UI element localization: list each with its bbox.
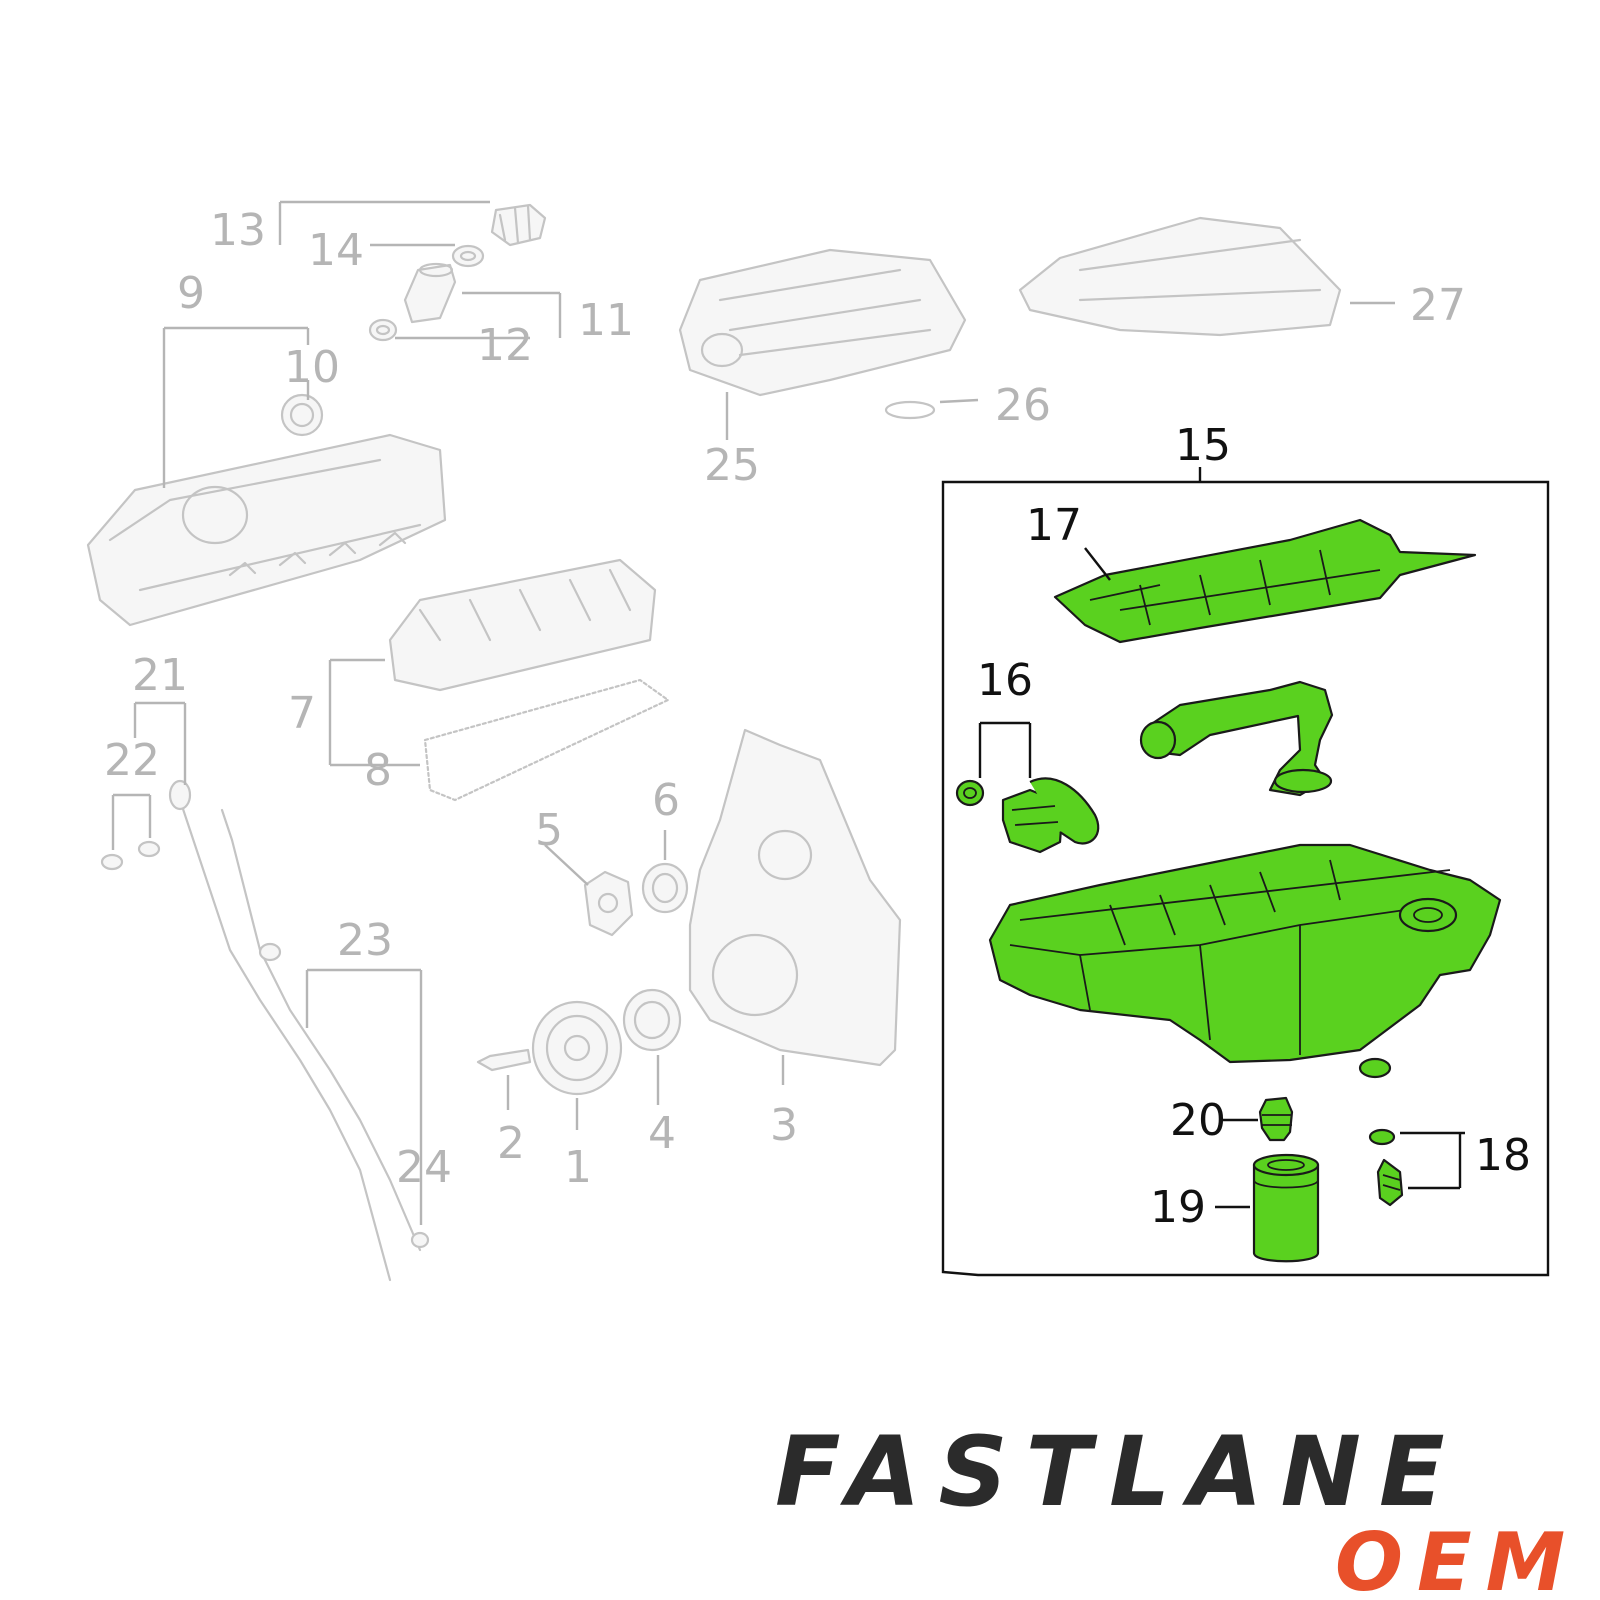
callout-10: 10 bbox=[284, 342, 340, 393]
callout-21: 21 bbox=[132, 650, 188, 701]
part-20-fitting[interactable] bbox=[1258, 1096, 1294, 1142]
part-18-drain-plug[interactable] bbox=[1358, 1057, 1404, 1207]
part-24-o-ring bbox=[410, 1231, 430, 1249]
callout-12: 12 bbox=[477, 320, 533, 371]
part-1-balancer bbox=[531, 1000, 623, 1096]
part-15-oil-pan[interactable] bbox=[988, 843, 1502, 1064]
callout-14: 14 bbox=[308, 225, 364, 276]
part-10-seal bbox=[280, 393, 324, 437]
callout-15: 15 bbox=[1175, 420, 1231, 471]
part-11-filler-tube bbox=[403, 262, 457, 324]
logo-main-text: FASTLANE bbox=[775, 1416, 1463, 1528]
part-19-oil-filter[interactable] bbox=[1252, 1153, 1320, 1263]
part-3-timing-cover bbox=[688, 728, 902, 1067]
part-4-seal bbox=[622, 988, 682, 1052]
callout-8: 8 bbox=[364, 745, 392, 796]
callout-11: 11 bbox=[578, 295, 634, 346]
callout-5: 5 bbox=[535, 805, 563, 856]
callout-17: 17 bbox=[1026, 500, 1082, 551]
callout-22: 22 bbox=[104, 735, 160, 786]
part-17-windage-tray[interactable] bbox=[1053, 518, 1477, 644]
part-27-manifold-cover bbox=[1018, 216, 1342, 337]
part-2-bolt bbox=[476, 1048, 532, 1072]
callout-27: 27 bbox=[1410, 280, 1466, 331]
part-22-grommets bbox=[100, 840, 161, 871]
part-12-o-ring bbox=[368, 318, 398, 342]
callout-19: 19 bbox=[1150, 1182, 1206, 1233]
part-7-cover bbox=[388, 558, 657, 692]
part-9-valve-cover bbox=[86, 433, 447, 627]
callout-3: 3 bbox=[770, 1100, 798, 1151]
callout-4: 4 bbox=[648, 1108, 676, 1159]
callout-2: 2 bbox=[497, 1118, 525, 1169]
callout-1: 1 bbox=[564, 1142, 592, 1193]
part-6-gasket bbox=[641, 862, 689, 914]
callout-labels: 13 14 11 12 9 10 7 8 21 22 23 24 5 6 2 1… bbox=[104, 205, 1531, 1233]
callout-9: 9 bbox=[177, 268, 205, 319]
part-26-gasket bbox=[884, 400, 936, 420]
part-16-oil-pickup-tube[interactable] bbox=[1139, 680, 1334, 797]
dimmed-leader-lines bbox=[111, 200, 1395, 1225]
callout-6: 6 bbox=[652, 775, 680, 826]
assembly-15-box bbox=[941, 467, 1550, 1277]
logo-sub-text: OEM bbox=[1335, 1516, 1579, 1600]
callout-20: 20 bbox=[1170, 1095, 1226, 1146]
part-5-housing bbox=[583, 870, 634, 937]
part-16-sensor-assembly[interactable] bbox=[955, 777, 1100, 854]
part-8-gasket bbox=[423, 678, 670, 802]
callout-26: 26 bbox=[995, 380, 1051, 431]
highlighted-leader-lines bbox=[978, 547, 1465, 1209]
callout-16: 16 bbox=[977, 655, 1033, 706]
callout-24: 24 bbox=[396, 1142, 452, 1193]
callout-25: 25 bbox=[704, 440, 760, 491]
part-23-dipstick-tube bbox=[168, 779, 422, 1282]
callout-13: 13 bbox=[210, 205, 266, 256]
callout-7: 7 bbox=[288, 688, 316, 739]
fastlane-oem-logo: FASTLANE OEM bbox=[775, 1416, 1579, 1600]
part-25-intake-manifold bbox=[678, 248, 967, 397]
part-14-seal bbox=[451, 244, 485, 268]
part-13-oil-filler-cap bbox=[490, 203, 547, 247]
callout-23: 23 bbox=[337, 915, 393, 966]
callout-18: 18 bbox=[1475, 1130, 1531, 1181]
